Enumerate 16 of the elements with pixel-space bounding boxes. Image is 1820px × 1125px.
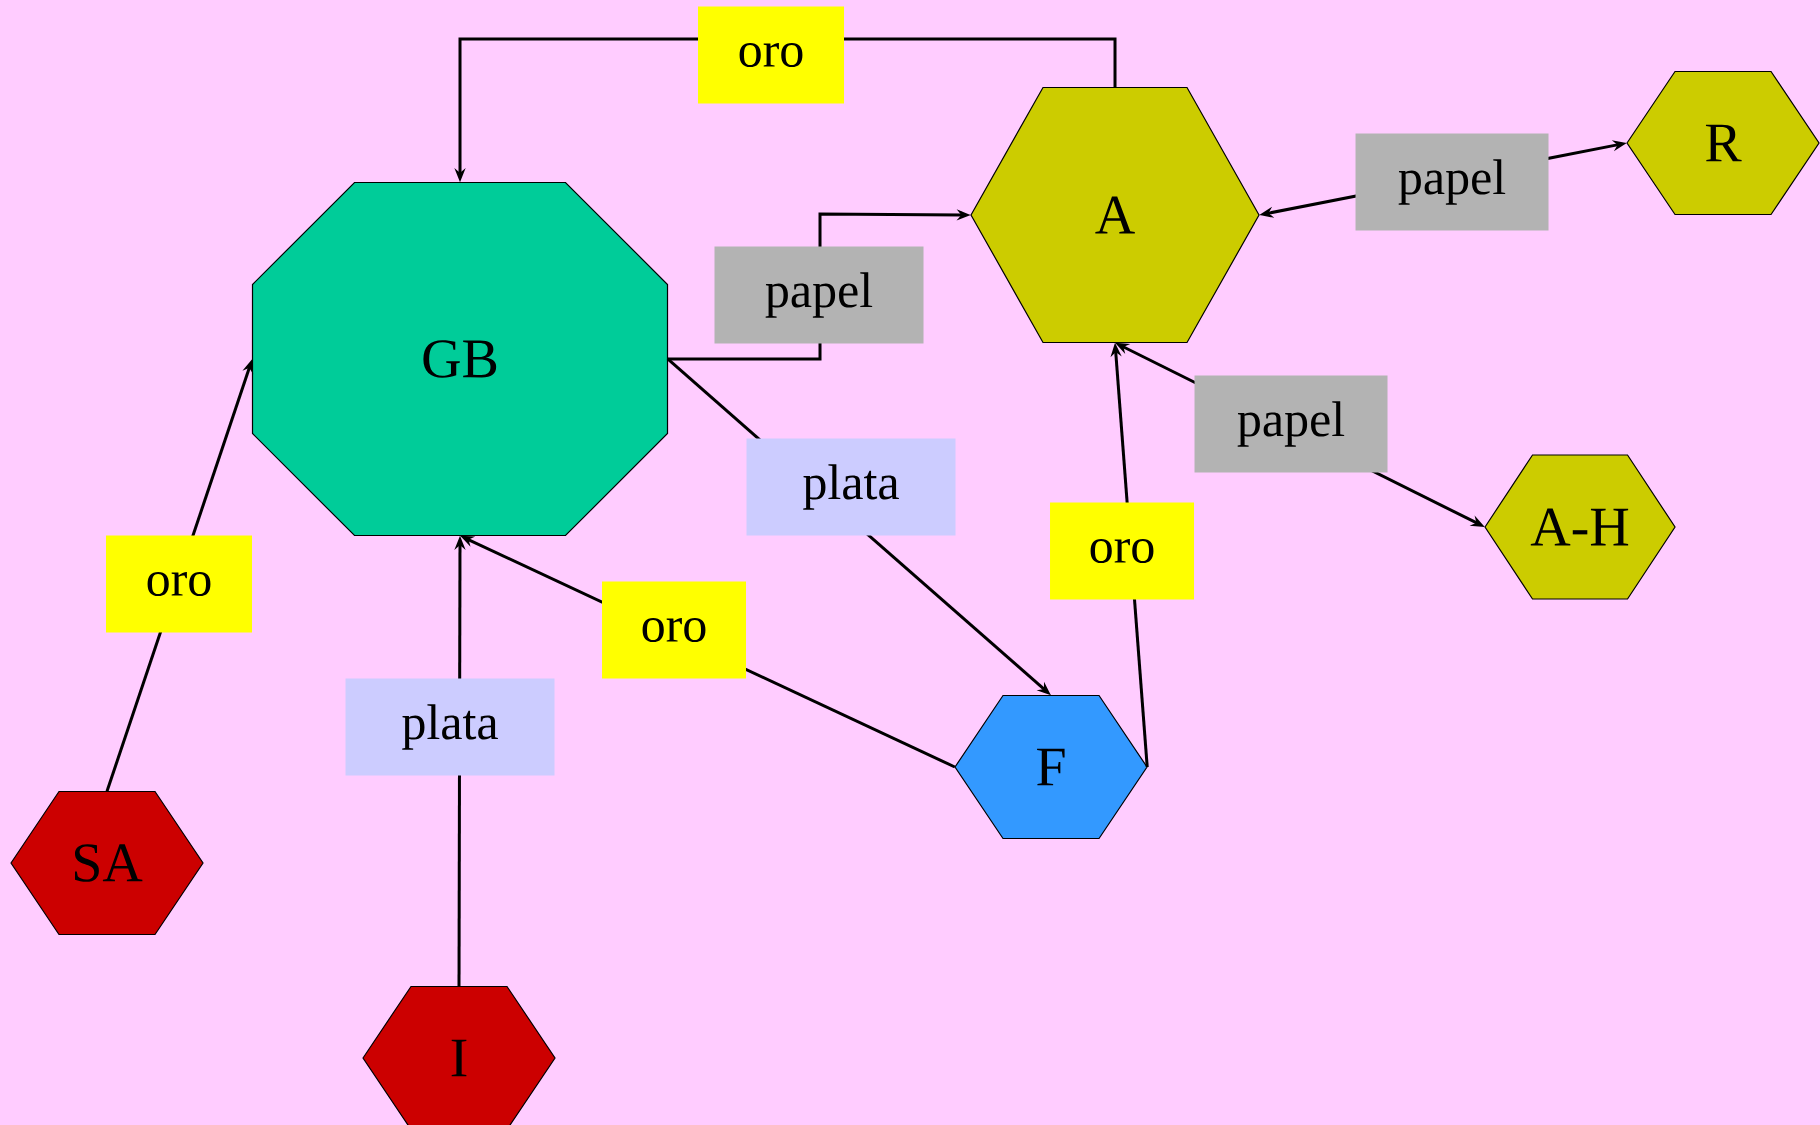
hexagon: I: [362, 985, 556, 1125]
edge-label: plata: [345, 678, 555, 776]
edge-label: plata: [746, 438, 956, 536]
edge-label: oro: [602, 581, 746, 679]
hexagon: SA: [10, 790, 204, 936]
hexagon: A-H: [1484, 454, 1676, 600]
hexagon: R: [1626, 70, 1820, 216]
octagon: GB: [251, 181, 669, 537]
edge-label: oro: [698, 6, 844, 104]
edge-label: papel: [1194, 375, 1388, 473]
hexagon: A: [970, 86, 1260, 344]
edge-label: papel: [714, 246, 924, 344]
edge-label: oro: [106, 535, 252, 633]
hexagon: F: [954, 694, 1148, 840]
edge-label: oro: [1050, 502, 1194, 600]
edge-label: papel: [1355, 133, 1549, 231]
